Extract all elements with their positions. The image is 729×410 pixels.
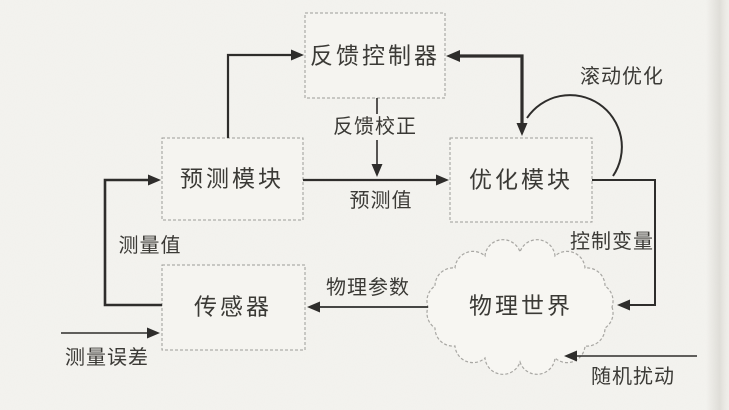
label-measured-value: 测量值 xyxy=(119,234,182,257)
edge-prediction-to-feedback-arrowhead xyxy=(291,49,304,61)
node-sensor-label: 传感器 xyxy=(194,295,272,320)
edge-control-variable-arrowhead xyxy=(617,299,630,311)
edge-random-disturbance-arrowhead xyxy=(564,350,577,362)
node-physical-world-label: 物理世界 xyxy=(469,294,573,319)
node-feedback-controller-label: 反馈控制器 xyxy=(310,44,440,69)
label-random-disturbance: 随机扰动 xyxy=(591,365,675,388)
edge-control-variable-line xyxy=(592,179,656,306)
label-physical-parameters: 物理参数 xyxy=(326,276,410,299)
edge-feedback-correction-arrowhead xyxy=(371,164,383,177)
edge-predicted-value-arrowhead xyxy=(436,174,449,186)
node-sensor xyxy=(161,264,306,351)
edge-into-optimization-arrowhead xyxy=(516,123,528,136)
edge-optimization-to-feedback-arrowhead xyxy=(446,50,460,62)
edge-measured-value-line xyxy=(103,178,162,307)
label-rolling-optimization: 滚动优化 xyxy=(580,65,664,88)
edge-optimization-to-feedback-line xyxy=(459,54,524,124)
node-feedback-controller xyxy=(304,12,446,99)
node-optimization-module-label: 优化模块 xyxy=(469,168,573,193)
edge-measured-value-arrowhead xyxy=(148,174,161,186)
edge-prediction-to-feedback-line xyxy=(226,53,292,138)
label-control-variable: 控制变量 xyxy=(570,230,654,253)
edge-measurement-error-arrowhead xyxy=(147,327,160,339)
node-prediction-module-label: 预测模块 xyxy=(180,167,284,192)
label-feedback-correction: 反馈校正 xyxy=(333,115,417,138)
node-optimization-module xyxy=(449,137,593,223)
edge-rolling-optimization-loop xyxy=(526,94,623,177)
feedback-correction-label-backing xyxy=(332,114,420,140)
page-edge-shadow xyxy=(706,0,729,410)
label-measurement-error: 测量误差 xyxy=(65,346,149,369)
label-predicted-value: 预测值 xyxy=(350,189,413,212)
edge-physical-parameters-arrowhead xyxy=(307,301,320,313)
